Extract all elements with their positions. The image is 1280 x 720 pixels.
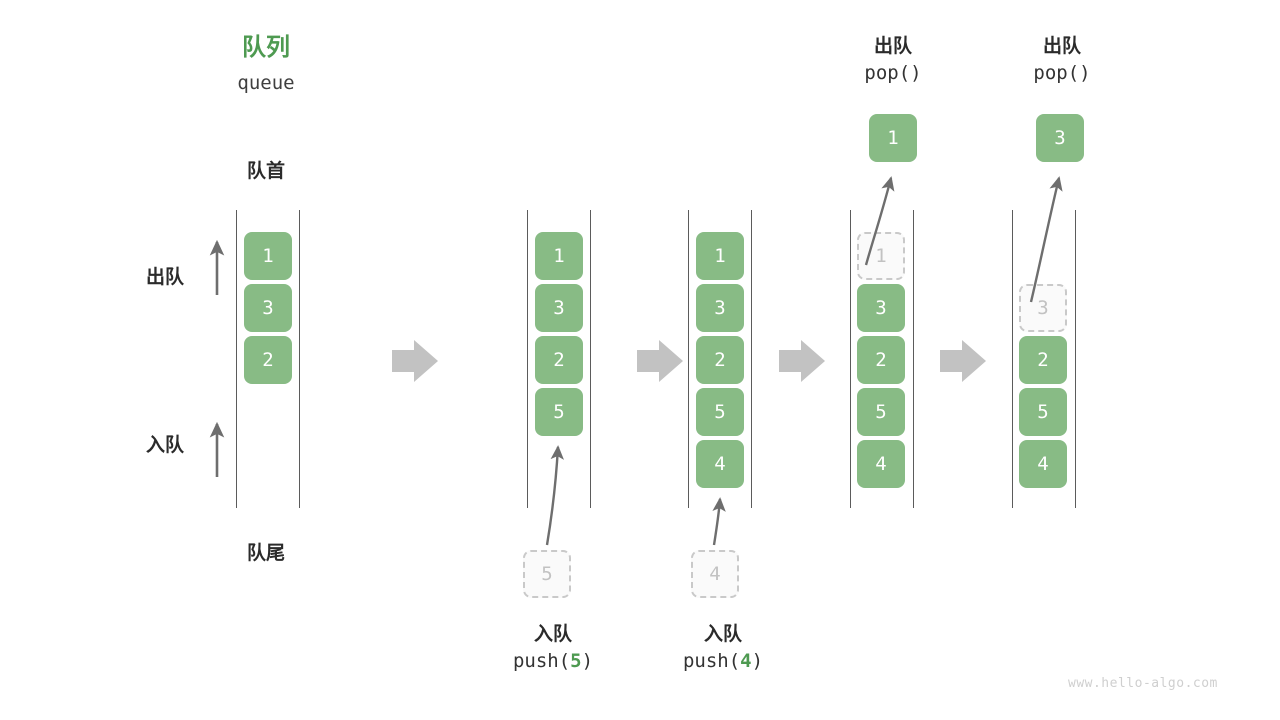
caption-code-arg: 4 bbox=[740, 650, 752, 673]
transition-arrow-3 bbox=[779, 340, 825, 382]
queue-rail-left bbox=[850, 210, 851, 508]
queue-rail-left bbox=[1012, 210, 1013, 508]
queue-cell: 1 bbox=[696, 232, 744, 280]
pop-3-arrow bbox=[1029, 176, 1063, 303]
queue-cell: 1 bbox=[244, 232, 292, 280]
caption-cn: 出队 bbox=[873, 36, 912, 57]
queue-rail-left bbox=[236, 210, 237, 508]
queue-rail-left bbox=[688, 210, 689, 508]
push-4-arrow bbox=[712, 497, 726, 546]
queue-rail-right bbox=[590, 210, 591, 508]
queue-cell: 2 bbox=[535, 336, 583, 384]
queue-cell: 4 bbox=[1019, 440, 1067, 488]
queue-rail-left bbox=[527, 210, 528, 508]
queue-cell: 1 bbox=[535, 232, 583, 280]
transition-arrow-1 bbox=[392, 340, 438, 382]
queue-cell: 3 bbox=[535, 284, 583, 332]
queue-cell: 2 bbox=[244, 336, 292, 384]
transition-arrow-2 bbox=[637, 340, 683, 382]
rear-label: 队尾 bbox=[246, 543, 285, 564]
caption-cn: 入队 bbox=[703, 624, 742, 645]
queue-cell: 2 bbox=[1019, 336, 1067, 384]
step-caption-pop-3: 出队 pop() bbox=[972, 34, 1152, 86]
step-caption-pop-1: 出队 pop() bbox=[803, 34, 983, 86]
enqueue-label: 入队 bbox=[146, 435, 185, 456]
caption-cn: 入队 bbox=[533, 624, 572, 645]
queue-cell: 3 bbox=[244, 284, 292, 332]
push-5-arrow bbox=[545, 445, 564, 546]
queue-cell: 5 bbox=[1019, 388, 1067, 436]
caption-code: push(4) bbox=[633, 648, 813, 674]
queue-cell: 5 bbox=[696, 388, 744, 436]
queue-rail-right bbox=[913, 210, 914, 508]
caption-code-prefix: push( bbox=[512, 650, 571, 673]
caption-code: pop() bbox=[864, 62, 922, 85]
caption-code: push(5) bbox=[463, 648, 643, 674]
popped-ghost-cell: 3 bbox=[1019, 284, 1067, 332]
queue-rail-right bbox=[751, 210, 752, 508]
queue-rail-right bbox=[299, 210, 300, 508]
dequeue-label: 出队 bbox=[146, 267, 185, 288]
caption-code-suffix: ) bbox=[581, 650, 594, 673]
page-title-en: queue bbox=[237, 72, 295, 94]
queue-cell: 2 bbox=[857, 336, 905, 384]
popped-value-cell: 1 bbox=[869, 114, 917, 162]
popped-ghost-cell: 1 bbox=[857, 232, 905, 280]
queue-cell: 4 bbox=[857, 440, 905, 488]
step-caption-push-5: 入队 push(5) bbox=[463, 622, 643, 674]
incoming-ghost-cell: 4 bbox=[691, 550, 739, 598]
step-caption-push-4: 入队 push(4) bbox=[633, 622, 813, 674]
queue-cell: 5 bbox=[857, 388, 905, 436]
popped-value-cell: 3 bbox=[1036, 114, 1084, 162]
queue-cell-new: 5 bbox=[535, 388, 583, 436]
queue-rail-right bbox=[1075, 210, 1076, 508]
queue-cell: 3 bbox=[857, 284, 905, 332]
pop-1-arrow bbox=[864, 176, 895, 266]
front-label: 队首 bbox=[246, 161, 285, 182]
caption-cn: 出队 bbox=[1042, 36, 1081, 57]
transition-arrow-4 bbox=[940, 340, 986, 382]
caption-code: pop() bbox=[1033, 62, 1091, 85]
queue-cell-new: 4 bbox=[696, 440, 744, 488]
caption-code-arg: 5 bbox=[570, 650, 582, 673]
watermark: www.hello-algo.com bbox=[1068, 676, 1218, 691]
caption-code-prefix: push( bbox=[682, 650, 741, 673]
queue-cell: 3 bbox=[696, 284, 744, 332]
page-title-cn: 队列 bbox=[242, 34, 290, 61]
incoming-ghost-cell: 5 bbox=[523, 550, 571, 598]
caption-code-suffix: ) bbox=[751, 650, 764, 673]
queue-cell: 2 bbox=[696, 336, 744, 384]
